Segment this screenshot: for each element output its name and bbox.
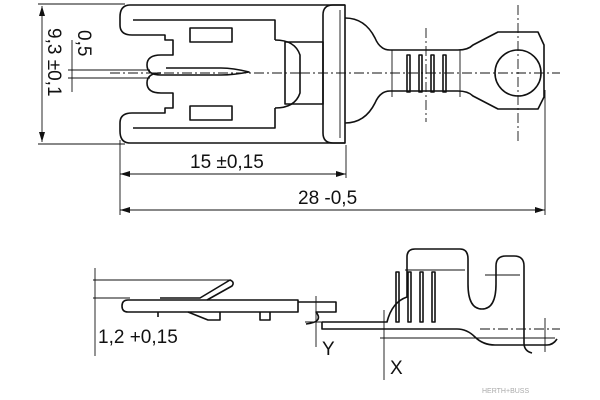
dim-height: 1,2 +0,15 — [98, 327, 178, 348]
wire-barrel-outline — [344, 17, 545, 124]
side-view: 1,2 +0,15 Y X — [93, 248, 560, 380]
dim-width: 9,3 ±0,1 — [43, 28, 64, 97]
contact-outline — [119, 4, 345, 144]
contact-base — [274, 39, 301, 109]
spring-tab-bottom — [189, 105, 233, 121]
barrel-base — [321, 322, 558, 346]
blade-details — [157, 311, 271, 321]
spring-arms — [133, 19, 276, 129]
contact-blade — [121, 299, 299, 313]
blade-end — [298, 301, 337, 325]
watermark: HERTH+BUSS — [482, 388, 529, 395]
label-x: X — [390, 358, 403, 379]
side-serrations — [395, 271, 436, 323]
barrel-side-outline — [322, 248, 533, 354]
dim-pitch: 0,5 — [73, 30, 94, 56]
spring-lip — [160, 279, 234, 301]
serrations — [406, 54, 447, 93]
label-y: Y — [322, 339, 335, 360]
top-view: 15 ±0,15 28 -0,5 0,5 9,3 ±0,1 — [38, 3, 560, 215]
dim-total-length: 28 -0,5 — [298, 188, 357, 209]
spring-tab-top — [189, 27, 233, 43]
dim-contact-length: 15 ±0,15 — [190, 152, 264, 173]
collar — [322, 4, 346, 144]
